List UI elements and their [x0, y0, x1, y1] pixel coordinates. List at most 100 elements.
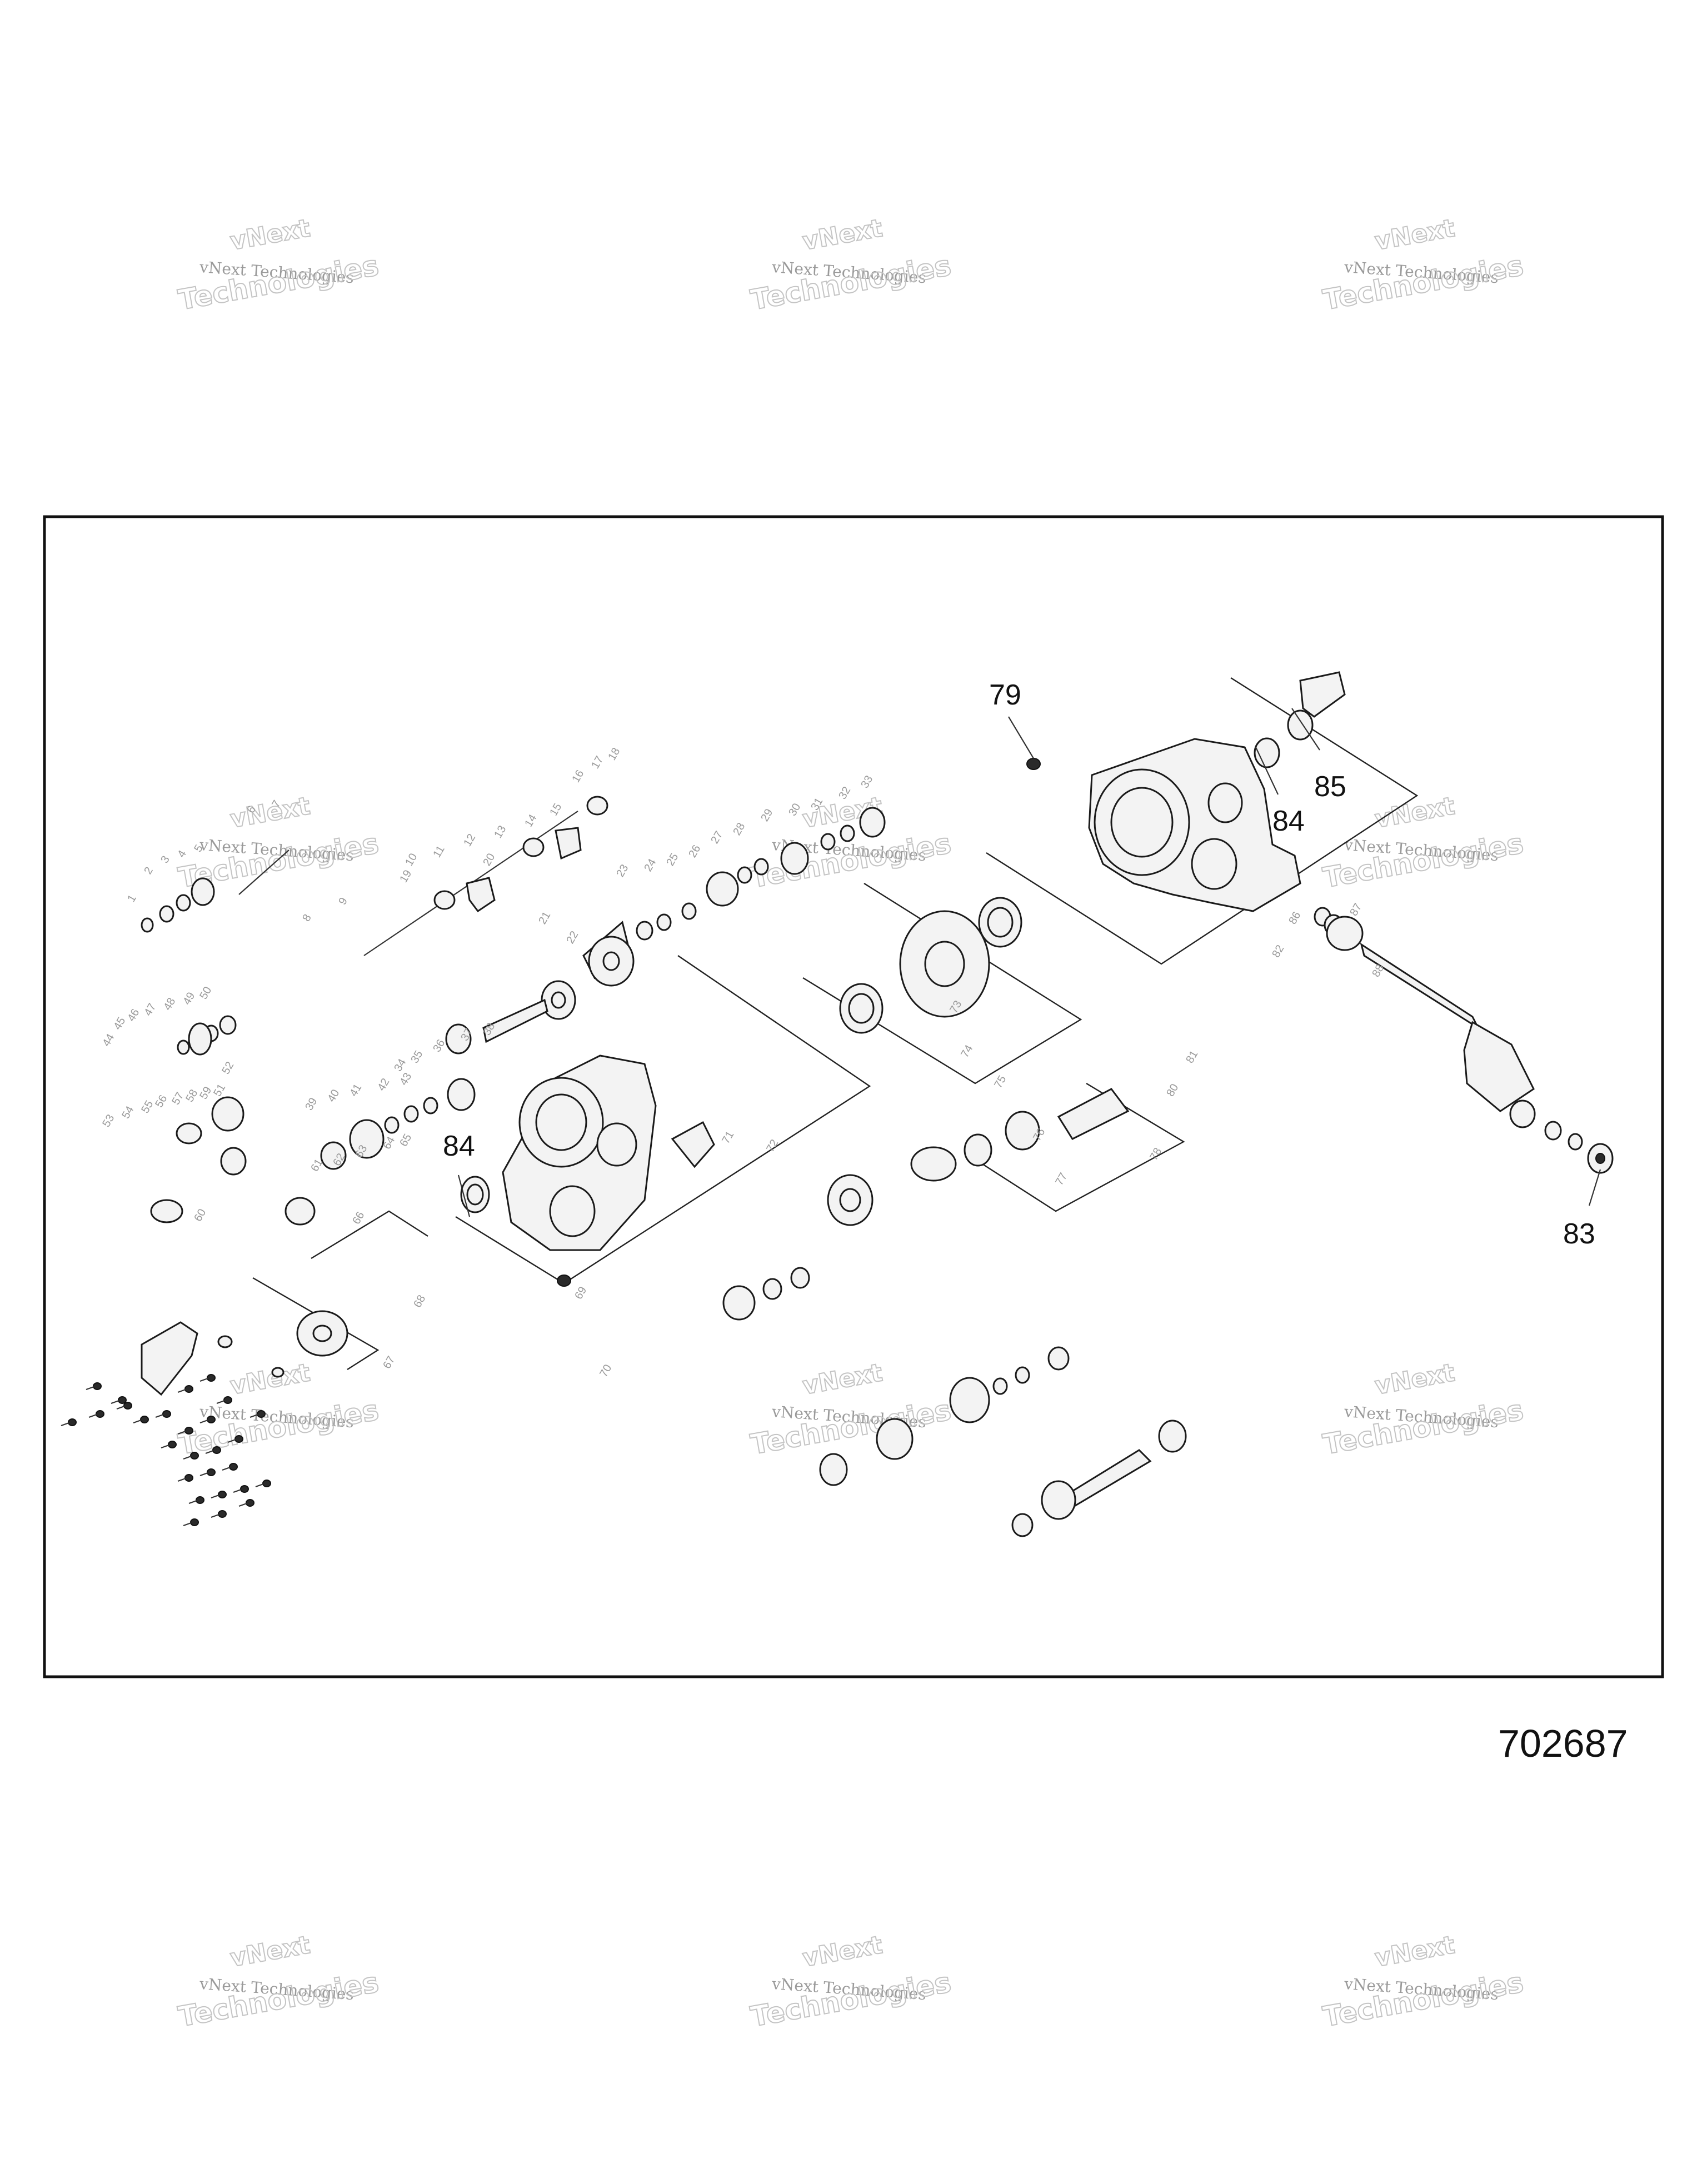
bolt-shank	[88, 1413, 97, 1418]
bolt-head	[184, 1427, 193, 1435]
bolt-head	[118, 1396, 127, 1404]
bolt-head	[196, 1496, 204, 1504]
callout-21: 21	[536, 909, 553, 926]
watermark-line-1: vNext	[228, 792, 312, 833]
bolt-head	[190, 1518, 199, 1526]
bolt-head	[240, 1485, 249, 1493]
callout-leaders	[457, 708, 1601, 1217]
bolt-head	[229, 1463, 238, 1471]
bolt-shank	[183, 1522, 192, 1527]
callout-59: 59	[197, 1084, 214, 1101]
callout-84-upper: 84	[1272, 805, 1305, 837]
callout-39: 39	[303, 1096, 320, 1112]
diagram-frame	[43, 515, 1664, 1678]
callout-42: 42	[375, 1076, 392, 1093]
watermark-line-1: vNext	[1372, 214, 1456, 256]
bolt-head	[68, 1418, 77, 1426]
callout-49: 49	[181, 990, 197, 1007]
bolt-shank	[199, 1419, 208, 1424]
bolt-shank	[188, 1500, 197, 1505]
shift-fork-assembly	[141, 796, 608, 956]
callout-51: 51	[211, 1082, 228, 1098]
bolt-shank	[211, 1494, 219, 1499]
callout-35: 35	[408, 1048, 425, 1065]
output-shaft-assembly	[1314, 907, 1614, 1174]
watermark-line-1: vNext	[1372, 1931, 1456, 1972]
callout-24: 24	[642, 857, 658, 873]
bolt-head	[223, 1396, 232, 1404]
callout-83: 83	[1563, 1218, 1595, 1250]
callout-50: 50	[197, 984, 214, 1001]
callout-85: 85	[1314, 771, 1346, 803]
callout-30: 30	[786, 801, 803, 818]
callout-18: 18	[606, 746, 622, 762]
callout-3: 3	[158, 854, 172, 866]
callout-72: 72	[764, 1137, 781, 1154]
callout-41: 41	[347, 1082, 364, 1098]
bolt-head	[207, 1416, 216, 1423]
callout-54: 54	[119, 1104, 136, 1121]
callout-44: 44	[100, 1032, 117, 1048]
callout-4: 4	[175, 848, 189, 860]
callout-11: 11	[431, 844, 447, 860]
bolt-head	[184, 1474, 193, 1482]
callout-28: 28	[731, 821, 747, 837]
callout-84-lower: 84	[443, 1130, 475, 1162]
callout-87: 87	[1347, 901, 1364, 918]
callout-74: 74	[959, 1043, 975, 1059]
callout-2: 2	[142, 865, 156, 877]
callout-33: 33	[859, 773, 875, 790]
callout-20: 20	[481, 851, 497, 868]
callout-8: 8	[300, 912, 314, 924]
watermark-line-1: vNext	[800, 1358, 884, 1400]
callout-43: 43	[397, 1071, 414, 1087]
callout-13: 13	[492, 823, 508, 840]
bolt-head	[162, 1410, 171, 1418]
bolt-head	[123, 1402, 132, 1410]
secondary-shaft-assembly	[150, 1015, 476, 1226]
bolt-head	[168, 1441, 177, 1448]
bolt-shank	[161, 1444, 169, 1449]
bolt-shank	[86, 1386, 94, 1391]
bolt-shank	[177, 1388, 186, 1393]
bolt-head	[96, 1410, 104, 1418]
callout-70: 70	[597, 1362, 614, 1379]
bolt-shank	[199, 1472, 208, 1477]
watermark-line-1: vNext	[228, 1358, 312, 1400]
callout-81: 81	[1184, 1048, 1200, 1065]
bolt-head	[234, 1435, 243, 1443]
bolt-head	[212, 1446, 221, 1454]
callout-69: 69	[572, 1285, 589, 1301]
watermark-line-1: vNext	[800, 214, 884, 256]
callout-34: 34	[392, 1057, 408, 1073]
bolt-shank	[177, 1430, 186, 1435]
bolt-shank	[233, 1488, 242, 1493]
callout-55: 55	[139, 1098, 156, 1115]
callout-10: 10	[403, 851, 420, 868]
callout-9: 9	[336, 896, 350, 907]
callout-68: 68	[411, 1293, 428, 1310]
callout-29: 29	[758, 807, 775, 823]
callout-19: 19	[397, 868, 414, 884]
callout-67: 67	[381, 1354, 397, 1371]
bolt-head	[218, 1510, 227, 1518]
callout-25: 25	[664, 851, 681, 868]
callout-65: 65	[397, 1132, 414, 1148]
callout-79: 79	[989, 679, 1021, 711]
bolt-head	[140, 1416, 149, 1423]
callout-26: 26	[686, 843, 703, 859]
callout-82: 82	[1270, 943, 1286, 959]
watermark-line-1: vNext	[1372, 1358, 1456, 1400]
bolt-shank	[216, 1400, 225, 1405]
bolt-shank	[133, 1419, 142, 1424]
mounting-bracket-and-bolts	[61, 1310, 348, 1527]
bolt-shank	[61, 1422, 69, 1427]
bolt-head	[218, 1491, 227, 1498]
